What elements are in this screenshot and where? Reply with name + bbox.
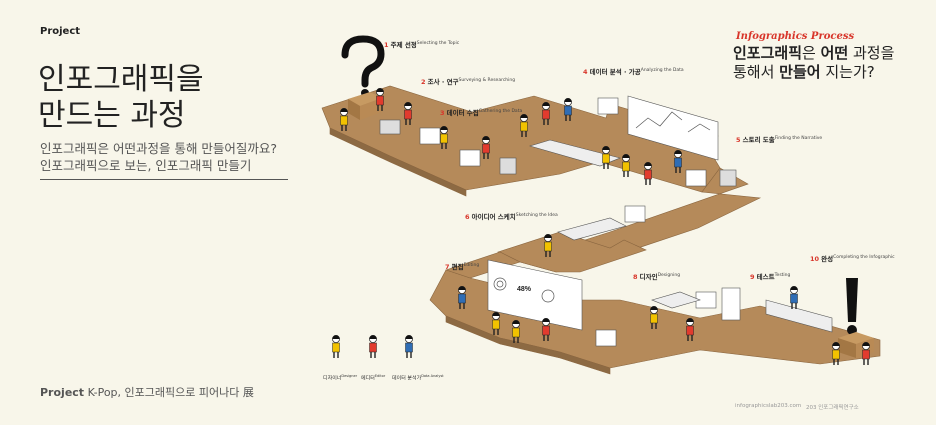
legend-figures [332, 335, 413, 358]
left-panel: Project 인포그래픽을 만드는 과정 인포그래픽은 어떤과정을 통해 만들… [0, 0, 300, 425]
person-figure [520, 114, 528, 137]
person-figure [440, 126, 448, 149]
person-figure [482, 136, 490, 159]
question-mark [341, 35, 385, 120]
step-8-label: 8 디자인Designing [633, 272, 681, 281]
page-title: 인포그래픽을 만드는 과정 [38, 62, 204, 134]
footer-project-label: Project [40, 386, 85, 399]
person-figure [622, 154, 630, 177]
person-figure [458, 286, 466, 309]
person-figure [674, 150, 682, 173]
heading-question: 인포그래픽은 어떤 과정을 통해서 만들어 지는가? [733, 44, 894, 82]
person-figure [862, 342, 870, 365]
infographics-process-title: Infographics Process [736, 31, 855, 42]
subtitle: 인포그래픽은 어떤과정을 통해 만들어질까요? 인포그래픽으로 보는, 인포그래… [40, 140, 277, 174]
person-figure [492, 312, 500, 335]
people [340, 88, 870, 365]
title-line-1: 인포그래픽을 [38, 62, 204, 97]
site-url: infographicslab203.com [735, 403, 802, 409]
divider [40, 179, 288, 180]
equipment [379, 95, 833, 347]
step-9-label: 9 테스트Testing [750, 272, 791, 281]
person-figure [542, 102, 550, 125]
step-3-label: 3 데이터 수집Gathering the Data [440, 108, 523, 117]
board-graphics [493, 111, 711, 303]
person-figure [686, 318, 694, 341]
person-figure [404, 102, 412, 125]
person-figure [564, 98, 572, 121]
person-figure [650, 306, 658, 329]
person-figure [602, 146, 610, 169]
heading-line-1: 인포그래픽은 어떤 과정을 [733, 44, 895, 62]
subtitle-line-1: 인포그래픽은 어떤과정을 통해 만들어질까요? [40, 141, 278, 156]
step-2-label: 2 조사 · 연구Surveying & Researching [421, 77, 516, 86]
person-figure [544, 234, 552, 257]
person-figure [512, 320, 520, 343]
legend-analyst: 데이터 분석가Data Analyst [392, 374, 444, 382]
subtitle-line-2: 인포그래픽으로 보는, 인포그래픽 만들기 [40, 158, 252, 173]
step-4-label: 4 데이터 분석 · 가공Analyzing the Data [583, 67, 684, 76]
step-5-label: 5 스토리 도출Finding the Narrative [736, 135, 823, 144]
step-1-label: 1 주제 선정Selecting the Topic [384, 40, 460, 49]
person-figure [340, 108, 348, 131]
legend-editor: 에디터Editor [361, 374, 386, 382]
org-logo-text: 203 인포그래픽연구소 [806, 405, 859, 411]
step-10-label: 10 완성Completing the Infographic [810, 254, 895, 263]
board-percent: 48% [517, 286, 532, 293]
title-line-2: 만드는 과정 [38, 98, 186, 133]
person-figure [644, 162, 652, 185]
legend-editor-figure [369, 335, 377, 358]
person-figure [376, 88, 384, 111]
step-7-label: 7 편집Editing [445, 262, 480, 271]
legend-analyst-figure [405, 335, 413, 358]
legend-designer-figure [332, 335, 340, 358]
step-6-label: 6 아이디어 스케치Sketching the Idea [465, 212, 558, 221]
person-figure [832, 342, 840, 365]
footer-exhibition-title: K-Pop, 인포그래픽으로 피어나다 展 [87, 386, 254, 399]
person-figure [542, 318, 550, 341]
exclamation-mark [838, 278, 874, 358]
section-label: Project [40, 26, 81, 37]
heading-line-2: 통해서 만들어 지는가? [733, 63, 875, 81]
footer-caption: Project K-Pop, 인포그래픽으로 피어나다 展 [40, 384, 254, 400]
person-figure [790, 286, 798, 309]
legend-designer: 디자이너Designer [323, 374, 358, 382]
